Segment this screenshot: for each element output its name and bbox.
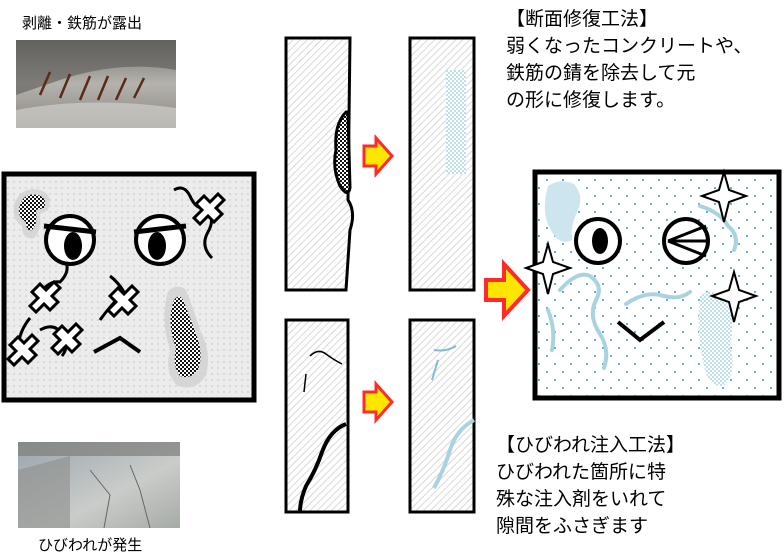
label-cracks: ひびわれが発生	[38, 536, 143, 554]
damaged-concrete-face	[1, 171, 257, 403]
section-repair-title: 【断面修復工法】	[506, 8, 659, 30]
crack-injection-title: 【ひびわれ注入工法】	[496, 434, 686, 456]
arrow-right-icon	[484, 258, 531, 322]
photo-exposed-rebar	[16, 40, 176, 128]
arrow-right-icon	[362, 380, 395, 424]
section-before-bottom	[284, 318, 350, 514]
section-before-top	[284, 36, 355, 292]
crack-injection-line-3: 隙間をふさぎます	[496, 515, 649, 537]
section-repair-text: 【断面修復工法】 弱くなったコンクリートや、 鉄筋の錆を除去して元 の形に修復し…	[506, 6, 752, 114]
sparkle-icon	[522, 168, 760, 323]
section-after-bottom	[408, 318, 476, 514]
label-exposed-rebar: 剥離・鉄筋が露出	[22, 14, 143, 32]
section-after-top	[408, 36, 476, 292]
section-repair-line-1: 弱くなったコンクリートや、	[506, 35, 753, 57]
photo-cracks	[18, 442, 180, 529]
crack-injection-line-2: 殊な注入剤をいれて	[496, 488, 667, 510]
crack-injection-line-1: ひびわれた箇所に特	[496, 461, 667, 483]
crack-injection-text: 【ひびわれ注入工法】 ひびわれた箇所に特 殊な注入剤をいれて 隙間をふさぎます	[496, 432, 685, 540]
repaired-concrete-face	[522, 168, 782, 401]
arrow-right-icon	[362, 134, 395, 178]
section-repair-line-2: 鉄筋の錆を除去して元	[506, 62, 696, 84]
section-repair-line-3: の形に修復します。	[506, 89, 676, 111]
